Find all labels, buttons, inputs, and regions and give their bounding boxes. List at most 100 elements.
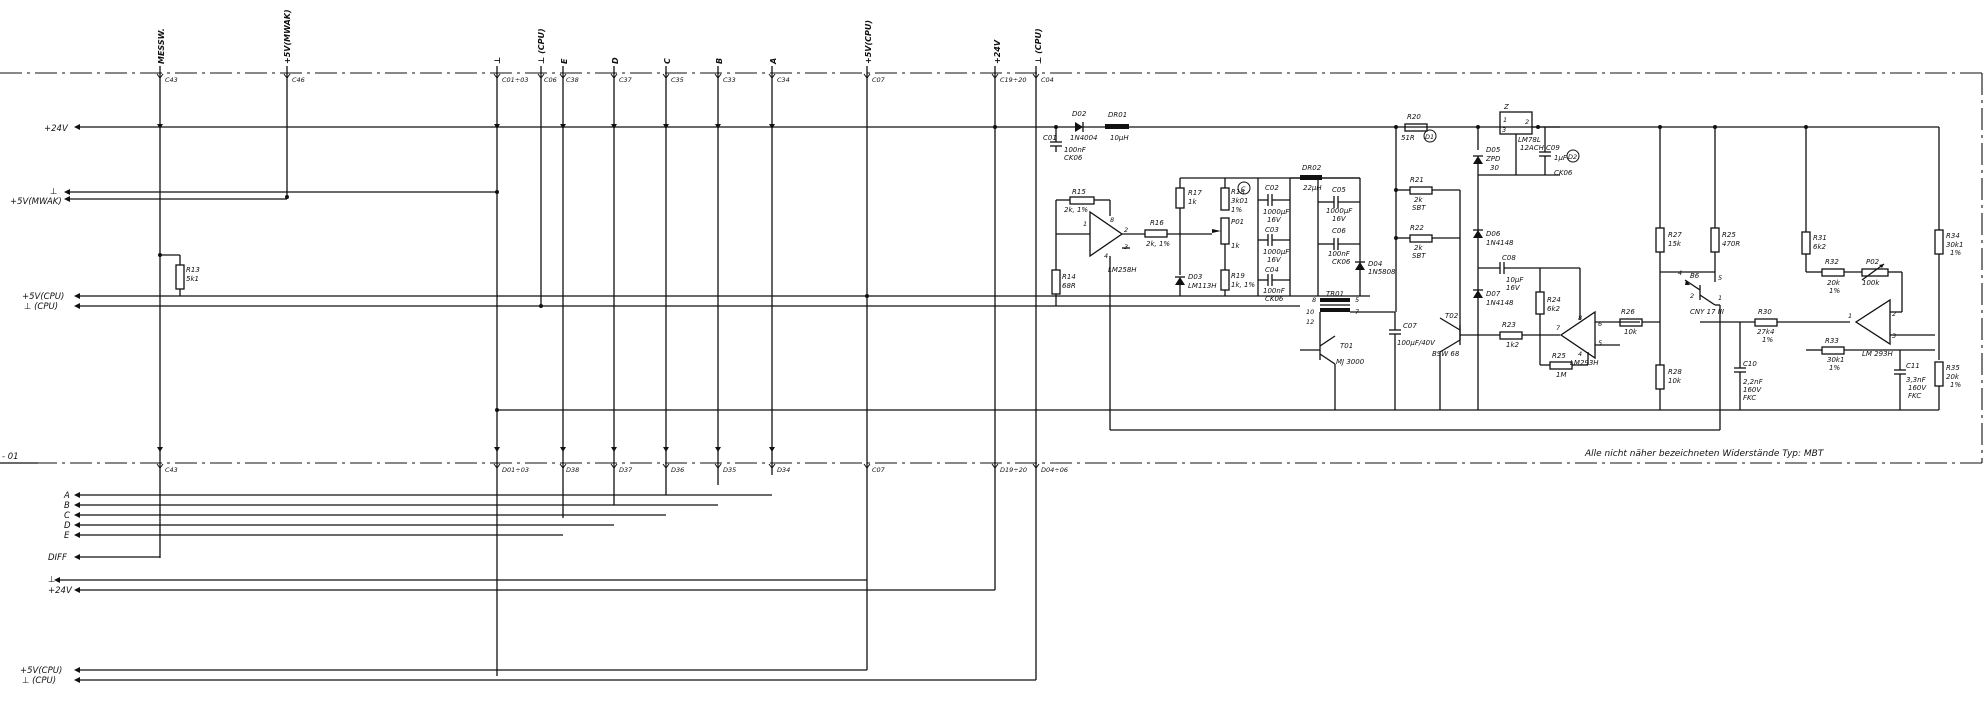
upper-pin: C37	[619, 76, 633, 84]
tr01-transformer: TR01 8 5 10 7 12	[1306, 290, 1395, 340]
r13-value: 5k1	[186, 275, 199, 283]
upper-pin: C33	[723, 76, 736, 84]
r18-label: R18	[1231, 188, 1245, 196]
z-pin: 3	[1502, 126, 1506, 134]
r32-label: R32	[1825, 258, 1839, 266]
lower-pin: D38	[566, 466, 579, 474]
lm293h-2-label: LM 293H	[1862, 350, 1894, 358]
opamp-lm293-2: 1 2 3 LM 293H	[1848, 272, 1935, 358]
lower-pin: D01÷03	[502, 466, 529, 474]
c07-value: 100µF/40V	[1397, 339, 1436, 347]
t01-transistor: T01 MJ 3000	[1300, 335, 1365, 410]
c02-value: 1000µF	[1263, 208, 1290, 216]
p01-value: 1k	[1231, 242, 1240, 250]
r35: R35 20k 1%	[1934, 361, 1961, 410]
r15: R15 2k, 1%	[1056, 188, 1111, 216]
r25b-label: R25	[1722, 231, 1736, 239]
z-pin: 2	[1525, 118, 1529, 126]
c01-type: CK06	[1064, 154, 1083, 162]
net-5v-cpu: +5V(CPU)	[22, 292, 64, 302]
c01-value: 100nF	[1064, 146, 1087, 154]
dr02-value: 22µH	[1303, 184, 1322, 192]
net-5v-mwak: +5V(MWAK)	[10, 197, 62, 207]
b6-pin: 4	[1678, 269, 1682, 277]
tr-pin: 12	[1306, 318, 1314, 326]
d05: D05 ZPD 30	[1473, 127, 1501, 410]
net-5v-cpu-2: +5V(CPU)	[20, 666, 62, 676]
r30-label: R30	[1758, 308, 1772, 316]
net-c: C	[64, 511, 70, 521]
r33-tol: 1%	[1829, 364, 1840, 372]
upper-pin: C46	[292, 76, 305, 84]
c04-type: CK06	[1265, 295, 1284, 303]
upper-pin: C35	[671, 76, 684, 84]
d02-label: D02	[1072, 110, 1087, 118]
b6-value: CNY 17 III	[1690, 308, 1724, 316]
r35-value: 20k	[1946, 373, 1960, 381]
r31-value: 6k2	[1813, 243, 1827, 251]
r21-label: R21	[1410, 176, 1424, 184]
c09-label: C09	[1546, 144, 1560, 152]
ic2-pin: 6	[1598, 320, 1602, 328]
r25-value: 1M	[1556, 371, 1567, 379]
c10-value: 2,2nF	[1743, 378, 1764, 386]
mark-d1: D1	[1425, 133, 1434, 141]
c09: C09 1µF CK06 D2	[1539, 127, 1580, 177]
dr01-value: 10µH	[1110, 134, 1129, 142]
z-value: 12ACH	[1520, 144, 1545, 152]
ic1-pin: 8	[1110, 216, 1114, 224]
r16-label: R16	[1150, 219, 1164, 227]
b6-label: B6	[1690, 272, 1700, 280]
board-outline	[0, 72, 1987, 464]
r33: R33 30k1 1%	[1806, 337, 1935, 372]
opamp-lm258: 1 2 3 4 8 LM258H	[1055, 200, 1145, 274]
left-nets-lower: A B C D E DIFF ⊥ +24V +5V(CPU) ⊥ (CPU)	[20, 491, 1036, 686]
r32-value: 20k	[1827, 279, 1841, 287]
d03-label: D03	[1188, 273, 1202, 281]
top-label-5v-cpu: +5V(CPU)	[864, 20, 873, 64]
lower-pin: C07	[872, 466, 886, 474]
r14: R14 68R	[1051, 234, 1076, 306]
d07: D07 1N4148	[1473, 289, 1514, 307]
d04: D04 1N5808	[1355, 260, 1396, 276]
top-connector-labels: MESSW. +5V(MWAK) ⊥ ⊥ (CPU) E D C B A +5V…	[157, 9, 1043, 65]
upper-pin: C43	[165, 76, 178, 84]
r25b-value: 470R	[1722, 240, 1740, 248]
r25-label: R25	[1552, 352, 1566, 360]
c10-volt: 160V	[1743, 386, 1762, 394]
r17-label: R17	[1188, 189, 1202, 197]
ic1-pin: 3	[1124, 243, 1128, 251]
mark-c: C	[1241, 185, 1246, 193]
d03: D03 LM113H	[1175, 273, 1217, 296]
d02-value: 1N4004	[1070, 134, 1098, 142]
r21-value: 2k	[1414, 196, 1423, 204]
r20-label: R20	[1407, 113, 1421, 121]
r18-p01-r19: R18 3k01 1% P01 1k R19 1k, 1% C	[1180, 177, 1360, 296]
top-label-c: C	[663, 58, 672, 64]
c03-volt: 16V	[1267, 256, 1282, 264]
c02-volt: 16V	[1267, 216, 1282, 224]
r27-label: R27	[1668, 231, 1682, 239]
r26-value: 10k	[1624, 328, 1638, 336]
r26-label: R26	[1621, 308, 1635, 316]
lower-pin: D19÷20	[1000, 466, 1027, 474]
r32: R32 20k 1%	[1806, 258, 1862, 295]
tr-pin: 10	[1306, 308, 1314, 316]
ic3-pin: 3	[1892, 332, 1896, 340]
cap-bank-left: C02 1000µF 16V C03 1000µF 16V C04 100nF …	[1257, 178, 1291, 303]
r21: R21 2k SBT	[1396, 176, 1460, 212]
z-regulator: Z 3 2 1 LM78L 12ACH	[1478, 103, 1560, 176]
c08-volt: 16V	[1506, 284, 1521, 292]
r28: R28 10k	[1655, 364, 1682, 410]
r25: R25 1M	[1539, 335, 1588, 379]
r23: R23 1k2	[1499, 321, 1560, 349]
r14-value: 68R	[1062, 282, 1076, 290]
r15-label: R15	[1072, 188, 1086, 196]
r17: R17 1k	[1175, 178, 1202, 275]
r24: R24 6k2	[1535, 268, 1561, 335]
r19-label: R19	[1231, 272, 1245, 280]
b6-optocoupler: B6 CNY 17 III 4 5 2 1	[1660, 268, 1724, 430]
r24-value: 6k2	[1547, 305, 1561, 313]
net-gnd-cpu: ⊥ (CPU)	[24, 302, 58, 312]
